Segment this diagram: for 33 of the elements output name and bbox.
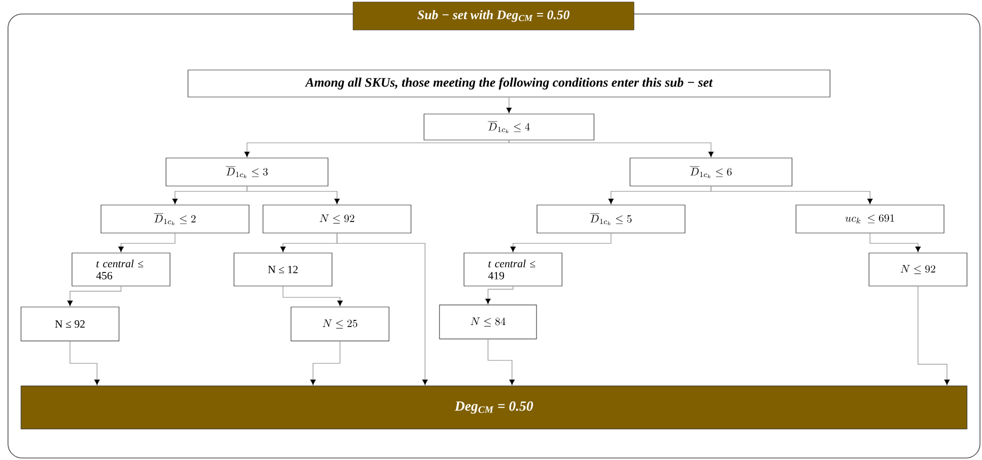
condition-box: $\overline{D}_{1c_k} \leq 2$ — [100, 204, 250, 234]
arrow — [70, 340, 100, 385]
arrow — [488, 338, 515, 385]
condition-box: $N \leq 84$ — [439, 304, 537, 340]
arrow — [67, 286, 122, 306]
condition-box: $\overline{D}_{1c_k} \leq 4$ — [424, 114, 594, 140]
arrow — [506, 96, 512, 113]
arrow — [244, 140, 510, 157]
condition-box: t central ≤ 456 — [72, 252, 170, 286]
arrow — [508, 140, 714, 157]
condition-box: $\overline{D}_{1c_k} \leq 5$ — [536, 204, 686, 234]
arrow — [282, 286, 343, 306]
condition-box: $\overline{D}_{1c_k} \leq 6$ — [630, 158, 792, 186]
arrow — [118, 232, 176, 252]
condition-box: $uc_k\ \leq 691$ — [796, 204, 944, 234]
arrow — [246, 186, 340, 204]
arrow — [870, 232, 921, 252]
arrow — [336, 232, 428, 385]
arrow — [918, 286, 950, 385]
condition-box: t central ≤ 419 — [464, 252, 562, 286]
condition-box: Among all SKUs, those meeting the following conditions enter this sub − set — [188, 70, 830, 98]
condition-box: $N \leq 92$ — [262, 204, 412, 234]
result-bar: Deg$_{CM}$ = 0.50 — [20, 386, 968, 430]
arrow — [510, 232, 612, 252]
arrow — [310, 340, 340, 385]
arrow — [710, 186, 873, 204]
condition-box: $N \leq 25$ — [290, 306, 390, 342]
arrow — [485, 286, 514, 304]
condition-box: $\overline{D}_{1c_k} \leq 3$ — [166, 158, 328, 186]
condition-box: $N \leq 92$ — [868, 252, 968, 286]
condition-box: N ≤ 92 — [20, 306, 120, 342]
condition-box: N ≤ 12 — [234, 252, 332, 286]
title-banner: Sub − set with Deg$_{CM}$ = 0.50 — [352, 2, 634, 30]
